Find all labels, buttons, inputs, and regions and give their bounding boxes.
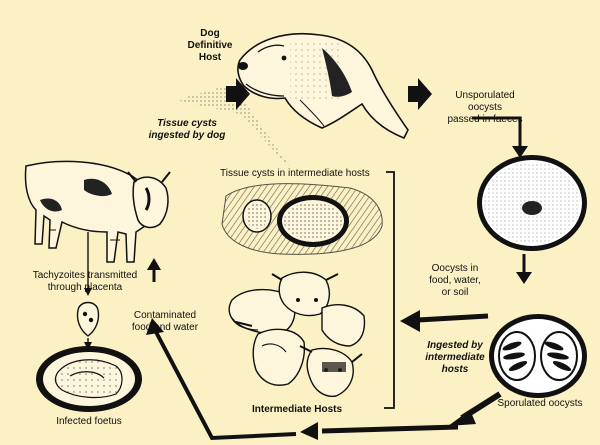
label-hosts: hosts: [441, 364, 469, 375]
arrow-bottom-return: [300, 422, 318, 440]
label-through-placenta: through placenta: [47, 282, 123, 293]
sporulated-oocyst-illustration: [489, 314, 587, 398]
label-oocysts: oocysts: [468, 102, 502, 113]
cow-illustration: [24, 160, 171, 263]
arrow-into-dog: [226, 78, 250, 110]
label-ingested-by: Ingested by: [427, 340, 483, 351]
label-ingested-by-dog: ingested by dog: [148, 130, 226, 141]
intermediate-hosts-bracket: [384, 171, 395, 409]
label-tachyzoites: Tachyzoites transmitted: [32, 270, 138, 281]
label-unsporulated: Unsporulated: [455, 90, 515, 101]
label-contaminated: Contaminated: [133, 310, 197, 321]
label-infected-foetus: Infected foetus: [56, 416, 122, 427]
arrow-out-of-dog: [408, 78, 432, 110]
label-sporulated-oocysts: Sporulated oocysts: [497, 398, 583, 409]
label-intermediate: intermediate: [425, 352, 485, 363]
unsporulated-oocyst-illustration: [477, 155, 587, 251]
label-food-water: food, water,: [429, 275, 481, 286]
arrow-to-intermediate: [417, 313, 489, 323]
arrow-up-to-cow: [147, 258, 161, 270]
label-tissue-cysts-intermediate: Tissue cysts in intermediate hosts: [220, 168, 370, 179]
arrow-to-unsporulated: [472, 116, 522, 146]
label-intermediate-hosts: Intermediate Hosts: [252, 404, 343, 415]
label-food-and-water: food and water: [131, 322, 199, 333]
dog-illustration: [237, 32, 409, 140]
label-or-soil: or soil: [441, 287, 469, 298]
label-passed-in-faeces: passed in faeces: [447, 114, 523, 125]
label-definitive: Definitive: [187, 40, 233, 51]
label-dog: Dog: [200, 28, 220, 39]
foetus-illustration: [36, 346, 142, 412]
tissue-cyst-illustration: [221, 183, 383, 255]
arrow-up-contaminated: [146, 318, 164, 335]
placenta-illustration: [76, 301, 100, 337]
label-oocysts-in: Oocysts in: [431, 263, 479, 274]
cycle-arrows: [84, 78, 532, 441]
ingestion-stipple: [176, 86, 292, 170]
intermediate-hosts-illustration: [228, 271, 366, 397]
label-tissue-cysts: Tissue cysts: [157, 118, 217, 129]
label-host: Host: [198, 52, 222, 63]
